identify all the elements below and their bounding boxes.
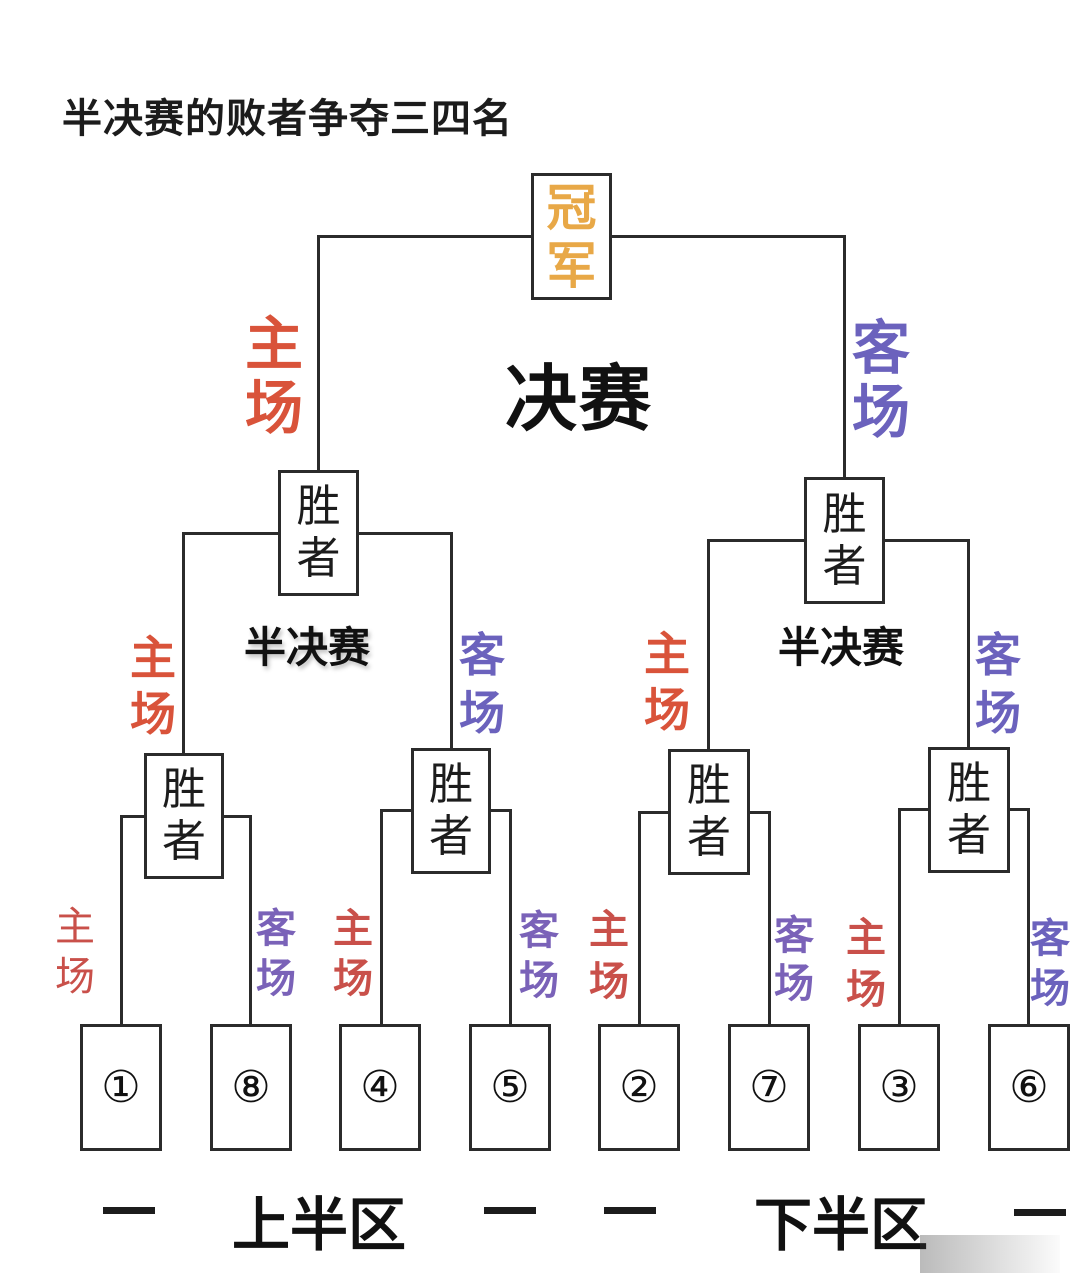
quarterfinal-home-label-2: 主 场 — [333, 906, 373, 1002]
bracket-line — [317, 235, 320, 471]
bracket-line — [707, 539, 805, 542]
semifinal-stage-label-lower: 半决赛 — [778, 623, 905, 672]
seed-box-1: ① — [80, 1024, 162, 1151]
bracket-line — [223, 815, 252, 818]
final-home-label: 主 场 — [245, 310, 304, 442]
quarterfinal-home-label-3: 主 场 — [589, 907, 629, 1005]
bracket-line — [249, 815, 252, 1026]
semifinal-stage-label-upper: 半决赛 — [244, 623, 371, 672]
semifinal-home-label-upper: 主 场 — [130, 631, 176, 741]
bracket-line — [358, 532, 453, 535]
bracket-line — [182, 532, 279, 535]
bracket-line — [490, 809, 512, 812]
quarterfinal-winner-box-1: 胜 者 — [144, 753, 224, 879]
bracket-line — [967, 539, 970, 749]
final-stage-label: 决赛 — [505, 357, 654, 441]
zone-divider-dash — [604, 1207, 656, 1214]
seed-number: ⑧ — [231, 1062, 271, 1113]
seed-box-4: ④ — [339, 1024, 421, 1151]
zone-divider-dash — [1014, 1209, 1066, 1216]
semifinal-winner-box-lower: 胜 者 — [804, 477, 885, 604]
seed-number: ⑦ — [749, 1062, 789, 1113]
page-title: 半决赛的败者争夺三四名 — [62, 96, 513, 142]
semifinal-away-label-upper: 客 场 — [459, 628, 505, 740]
seed-number: ⑤ — [490, 1062, 530, 1113]
bracket-line — [610, 235, 846, 238]
bracket-line — [749, 811, 771, 814]
semifinal-away-label-lower: 客 场 — [975, 628, 1021, 740]
bracket-line — [898, 808, 901, 1026]
champion-label-2: 军 — [546, 236, 597, 295]
bracket-line — [638, 811, 669, 814]
quarterfinal-away-label-2: 客 场 — [519, 908, 559, 1004]
semifinal-home-label-lower: 主 场 — [644, 627, 690, 737]
bracket-line — [1027, 808, 1030, 1026]
quarterfinal-winner-box-2: 胜 者 — [411, 748, 491, 874]
seed-box-5: ⑤ — [469, 1024, 551, 1151]
bracket-line — [120, 815, 145, 818]
final-away-label: 客 场 — [852, 314, 911, 446]
quarterfinal-home-label-4: 主 场 — [846, 915, 886, 1013]
quarterfinal-away-label-3: 客 场 — [774, 913, 814, 1007]
bracket-line — [843, 235, 846, 478]
upper-zone-label: 上半区 — [232, 1191, 407, 1259]
watermark — [920, 1235, 1060, 1273]
seed-number: ⑥ — [1009, 1062, 1049, 1113]
seed-number: ④ — [360, 1062, 400, 1113]
seed-box-8: ⑧ — [210, 1024, 292, 1151]
quarterfinal-winner-box-4: 胜 者 — [928, 747, 1010, 873]
lower-zone-label: 下半区 — [754, 1191, 929, 1259]
bracket-line — [380, 809, 412, 812]
bracket-line — [1009, 808, 1030, 811]
seed-box-6: ⑥ — [988, 1024, 1070, 1151]
quarterfinal-winner-box-3: 胜 者 — [668, 749, 750, 875]
champion-label-1: 冠 — [546, 178, 597, 237]
bracket-line — [509, 809, 512, 1026]
bracket-line — [638, 811, 641, 1026]
bracket-line — [884, 539, 970, 542]
seed-box-7: ⑦ — [728, 1024, 810, 1151]
bracket-line — [450, 532, 453, 750]
bracket-line — [707, 539, 710, 751]
seed-box-3: ③ — [858, 1024, 940, 1151]
zone-divider-dash — [103, 1207, 155, 1214]
quarterfinal-home-label-1: 主 场 — [55, 904, 95, 1000]
seed-number: ② — [619, 1062, 659, 1113]
zone-divider-dash — [484, 1207, 536, 1214]
champion-box: 冠 军 — [531, 173, 612, 300]
seed-box-2: ② — [598, 1024, 680, 1151]
bracket-line — [380, 809, 383, 1026]
seed-number: ① — [101, 1062, 141, 1113]
bracket-line — [898, 808, 929, 811]
bracket-line — [768, 811, 771, 1026]
quarterfinal-away-label-1: 客 场 — [256, 906, 296, 1002]
bracket-line — [182, 532, 185, 754]
seed-number: ③ — [879, 1062, 919, 1113]
bracket-line — [317, 235, 532, 238]
semifinal-winner-box-upper: 胜 者 — [278, 470, 359, 596]
quarterfinal-away-label-4: 客 场 — [1030, 916, 1070, 1012]
bracket-line — [120, 815, 123, 1026]
